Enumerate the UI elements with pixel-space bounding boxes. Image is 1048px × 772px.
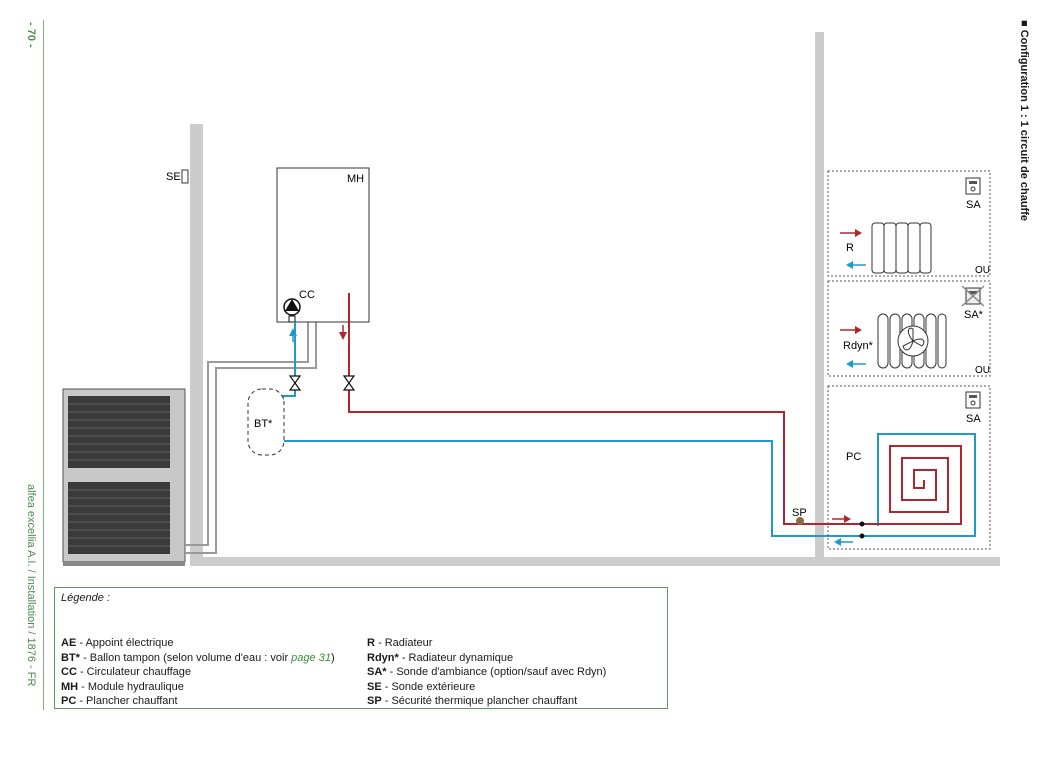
legend-code: AE — [61, 637, 77, 649]
legend-description: - Sonde extérieure — [381, 680, 476, 693]
legend-description: - Sonde d'ambiance (option/sauf avec Rdy… — [386, 666, 607, 678]
sp-label: SP — [792, 507, 807, 519]
right-wall — [815, 32, 824, 564]
legend-description-end: ) — [330, 651, 335, 664]
floor-slab — [190, 557, 1000, 566]
outdoor-link-pipes — [185, 322, 317, 554]
dynamic-radiator-icon — [877, 313, 947, 369]
legend-entry: R - Radiateur — [367, 636, 606, 651]
left-wall — [190, 124, 203, 564]
legend-entry: AE - Appoint électrique — [61, 636, 335, 651]
mh-label: MH — [347, 173, 364, 185]
valve-hot-icon — [342, 375, 356, 391]
legend-code: PC — [61, 695, 77, 707]
floor-flow-arrows — [832, 515, 853, 546]
thermostat-crossed-icon — [961, 285, 985, 307]
legend-description: - Appoint électrique — [76, 637, 174, 649]
sa-top-label: SA — [966, 199, 981, 211]
outdoor-unit — [62, 388, 186, 566]
legend-entry: BT* - Ballon tampon (selon volume d'eau … — [61, 651, 335, 666]
thermostat-bottom-icon — [965, 391, 981, 409]
legend-entry: MH - Module hydraulique — [61, 680, 335, 695]
legend-entry: PC - Plancher chauffant — [61, 694, 335, 709]
rdyn-out-arrow-icon — [846, 360, 853, 368]
legend-code: SP — [367, 695, 382, 707]
sp-sensor-icon — [796, 517, 804, 525]
legend-code: BT* — [61, 651, 80, 664]
cold-pipes — [282, 322, 976, 537]
rdyn-label: Rdyn* — [843, 340, 874, 352]
legend-description: - Radiateur — [374, 637, 433, 649]
walls — [190, 32, 1000, 566]
rdyn-in-arrow-icon — [855, 326, 862, 334]
legend-code: Rdyn* — [367, 651, 399, 664]
legend-code: CC — [61, 666, 77, 678]
page-link[interactable]: page 31 — [291, 651, 331, 664]
floor-heating-zone — [827, 385, 991, 550]
radiator-icon — [871, 222, 932, 274]
margin-rule — [43, 20, 44, 710]
radiator-zone — [827, 170, 991, 277]
legend-entry: SP - Sécurité thermique plancher chauffa… — [367, 694, 606, 709]
legend-entry: SE - Sonde extérieure — [367, 680, 606, 695]
valve-cold-icon — [288, 375, 302, 391]
dynamic-radiator-zone — [827, 280, 991, 377]
hot-down-arrow-icon — [339, 332, 347, 340]
cc-label: CC — [299, 289, 315, 301]
thermostat-icon — [965, 177, 981, 195]
pc-label: PC — [846, 451, 861, 463]
legend-description: - Sécurité thermique plancher chauffant — [381, 695, 578, 707]
radiator-out-arrow-icon — [846, 261, 853, 269]
buffer-tank — [247, 388, 285, 456]
radiator-in-arrow-icon — [855, 229, 862, 237]
sa-mid-label: SA* — [964, 309, 984, 321]
hydraulic-module-box — [276, 167, 370, 323]
legend-description: - Radiateur dynamique — [398, 651, 514, 664]
legend-description: - Module hydraulique — [78, 680, 184, 693]
se-label: SE — [166, 171, 181, 183]
legend-code: SE — [367, 680, 382, 693]
legend-entry: SA* - Sonde d'ambiance (option/sauf avec… — [367, 665, 606, 680]
legend-code: R — [367, 637, 375, 649]
legend-code: MH — [61, 680, 79, 693]
legend-title: Légende : — [61, 592, 110, 604]
circulator-pump-icon — [283, 298, 301, 323]
legend-description: - Circulateur chauffage — [76, 666, 192, 678]
ou-top-label: OU — [975, 265, 990, 276]
ou-mid-label: OU — [975, 365, 990, 376]
outdoor-sensor-icon — [181, 169, 189, 184]
sa-bot-label: SA — [966, 413, 981, 425]
r-label: R — [846, 242, 854, 254]
legend-description: - Ballon tampon (selon volume d'eau : vo… — [79, 651, 292, 664]
cold-up-arrow-icon — [289, 328, 297, 336]
legend-entry: Rdyn* - Radiateur dynamique — [367, 651, 606, 666]
legend-description: - Plancher chauffant — [76, 695, 178, 707]
hot-pipes — [348, 293, 962, 525]
legend-code: SA* — [367, 666, 387, 678]
legend-entry: CC - Circulateur chauffage — [61, 665, 335, 680]
bt-label: BT* — [254, 418, 273, 430]
